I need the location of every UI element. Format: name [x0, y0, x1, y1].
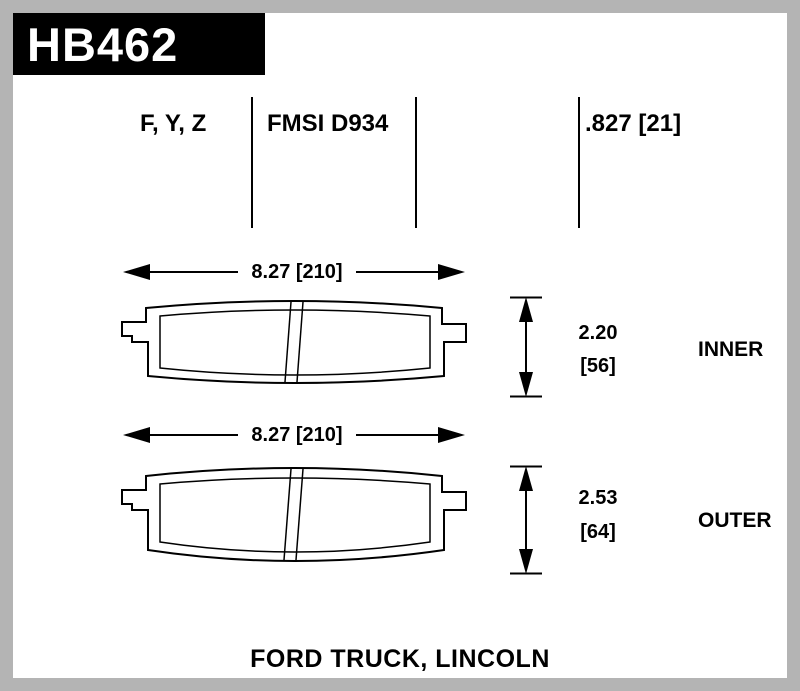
inner-thickness-in: 2.20: [578, 322, 618, 344]
outer-pad-slot-line-1: [283, 468, 292, 561]
arrow-right-icon: [438, 264, 465, 280]
arrow-up-icon: [519, 297, 533, 322]
arrow-down-icon: [519, 549, 533, 574]
outer-pad-backing-plate: [121, 467, 467, 562]
outer-pad-slot-line-2: [295, 468, 304, 561]
inner-pad-slot-line-2: [296, 301, 304, 383]
outer-position-label: OUTER: [698, 509, 772, 532]
outer-thickness-arrow: [510, 465, 542, 575]
arrow-left-icon: [123, 264, 150, 280]
fmsi-number: FMSI D934: [267, 110, 389, 137]
inner-pad-friction-material: [159, 309, 431, 376]
part-number-box: HB462: [13, 13, 265, 75]
arrow-right-icon: [438, 427, 465, 443]
application-name: FORD TRUCK, LINCOLN: [250, 645, 550, 673]
inner-position-label: INNER: [698, 338, 764, 361]
arrow-down-icon: [519, 372, 533, 397]
spec-divider-3: [578, 97, 580, 228]
inner-thickness-arrow: [510, 296, 542, 398]
inner-pad-backing-plate: [121, 300, 467, 384]
compound-codes: F, Y, Z: [140, 110, 207, 137]
outer-thickness-in: 2.53: [578, 487, 618, 509]
outer-thickness-mm: [64]: [580, 521, 616, 543]
inner-width-label: 8.27 [210]: [238, 260, 356, 284]
inner-pad-slot-line-1: [284, 301, 292, 383]
arrow-left-icon: [123, 427, 150, 443]
outer-width-label: 8.27 [210]: [238, 423, 356, 447]
part-number: HB462: [27, 17, 179, 71]
outer-pad-drawing: [121, 467, 467, 562]
spec-divider-2: [415, 97, 417, 228]
inner-thickness-mm: [56]: [580, 355, 616, 377]
pad-thickness-spec: .827 [21]: [585, 110, 682, 137]
outer-pad-friction-material: [159, 477, 431, 553]
inner-pad-drawing: [121, 300, 467, 384]
spec-divider-1: [251, 97, 253, 228]
arrow-up-icon: [519, 466, 533, 491]
